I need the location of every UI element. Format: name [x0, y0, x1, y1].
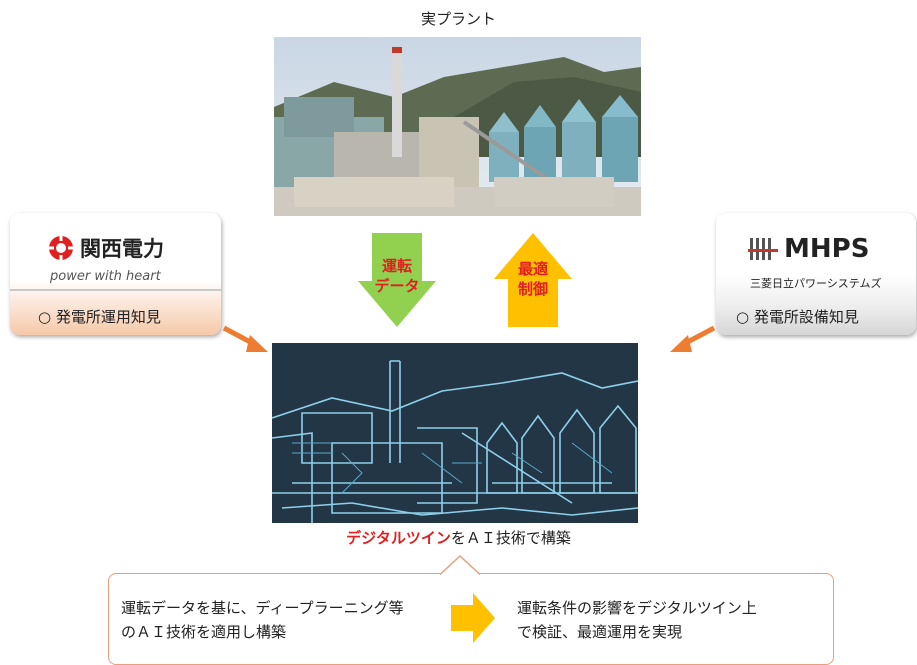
real-plant-photo — [274, 37, 641, 216]
optimal-control-label-2: 制御 — [517, 280, 548, 298]
callout-left-line-2: のＡＩ技術を適用し構築 — [121, 623, 287, 641]
optimal-control-arrow: 最適 制御 — [494, 233, 572, 327]
digital-twin-image — [272, 343, 638, 523]
kansai-logo-icon — [48, 235, 74, 261]
plant-title: 実プラント — [420, 10, 496, 28]
mhps-to-twin-arrow — [670, 325, 716, 352]
divider — [10, 289, 221, 291]
callout-left-line-1: 運転データを基に、ディープラーニング等 — [121, 599, 404, 617]
operation-data-label-1: 運転 — [381, 257, 412, 275]
operation-data-label-2: データ — [374, 277, 420, 295]
mhps-caption: ○ 発電所設備知見 — [736, 308, 859, 326]
callout-right-text: 運転条件の影響をデジタルツイン上 で検証、最適運用を実現 — [517, 596, 757, 644]
mhps-logo: MHPS — [748, 231, 869, 267]
optimal-control-label-1: 最適 — [517, 260, 548, 278]
twin-caption-highlight: デジタルツイン — [346, 529, 451, 547]
kansai-name: 関西電力 — [80, 237, 164, 261]
operation-data-arrow: 運転 データ — [358, 233, 436, 327]
twin-caption-rest: をＡＩ技術で構築 — [450, 529, 571, 547]
mhps-box: MHPS 三菱日立パワーシステムズ ○ 発電所設備知見 — [716, 213, 916, 335]
kansai-box: 関西電力 power with heart ○ 発電所運用知見 — [10, 213, 221, 335]
kansai-to-twin-arrow — [222, 325, 268, 352]
mhps-subtitle: 三菱日立パワーシステムズ — [750, 277, 882, 290]
callout-notch — [440, 555, 480, 575]
mhps-logo-icon — [748, 238, 778, 260]
kansai-logo: 関西電力 — [48, 233, 164, 263]
explanation-callout: 運転データを基に、ディープラーニング等 のＡＩ技術を適用し構築 運転条件の影響を… — [108, 573, 834, 665]
callout-right-arrow-icon — [451, 593, 495, 643]
kansai-caption: ○ 発電所運用知見 — [38, 308, 161, 326]
twin-caption: デジタルツインをＡＩ技術で構築 — [0, 527, 917, 548]
kansai-slogan: power with heart — [50, 269, 161, 284]
callout-right-line-1: 運転条件の影響をデジタルツイン上 — [517, 599, 757, 617]
callout-left-text: 運転データを基に、ディープラーニング等 のＡＩ技術を適用し構築 — [121, 596, 404, 644]
callout-right-line-2: で検証、最適運用を実現 — [517, 623, 683, 641]
mhps-name: MHPS — [784, 234, 870, 264]
